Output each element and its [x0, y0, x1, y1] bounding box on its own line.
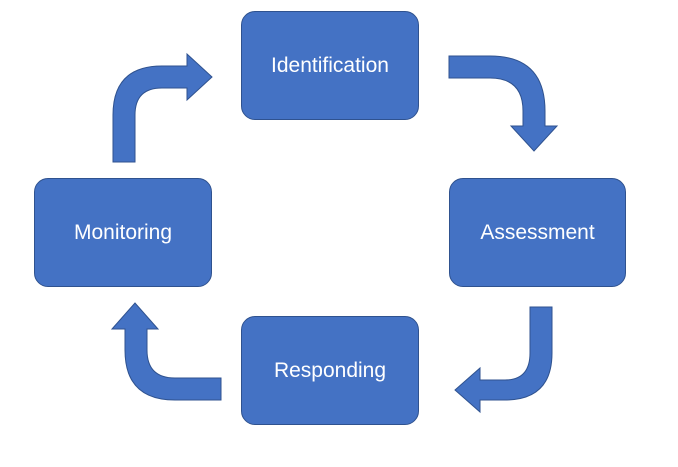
arrow-responding-to-monitoring	[110, 302, 222, 401]
arrow-monitoring-to-identification	[112, 52, 213, 163]
node-responding: Responding	[241, 316, 419, 425]
node-monitoring: Monitoring	[34, 178, 212, 287]
arrow-identification-to-assessment	[448, 55, 559, 152]
node-identification-label: Identification	[271, 53, 389, 77]
node-monitoring-label: Monitoring	[73, 220, 173, 244]
node-assessment-label: Assessment	[480, 220, 595, 244]
node-identification: Identification	[241, 11, 419, 120]
node-assessment: Assessment	[449, 178, 626, 287]
node-responding-label: Responding	[273, 358, 387, 382]
arrow-assessment-to-responding	[454, 306, 553, 414]
